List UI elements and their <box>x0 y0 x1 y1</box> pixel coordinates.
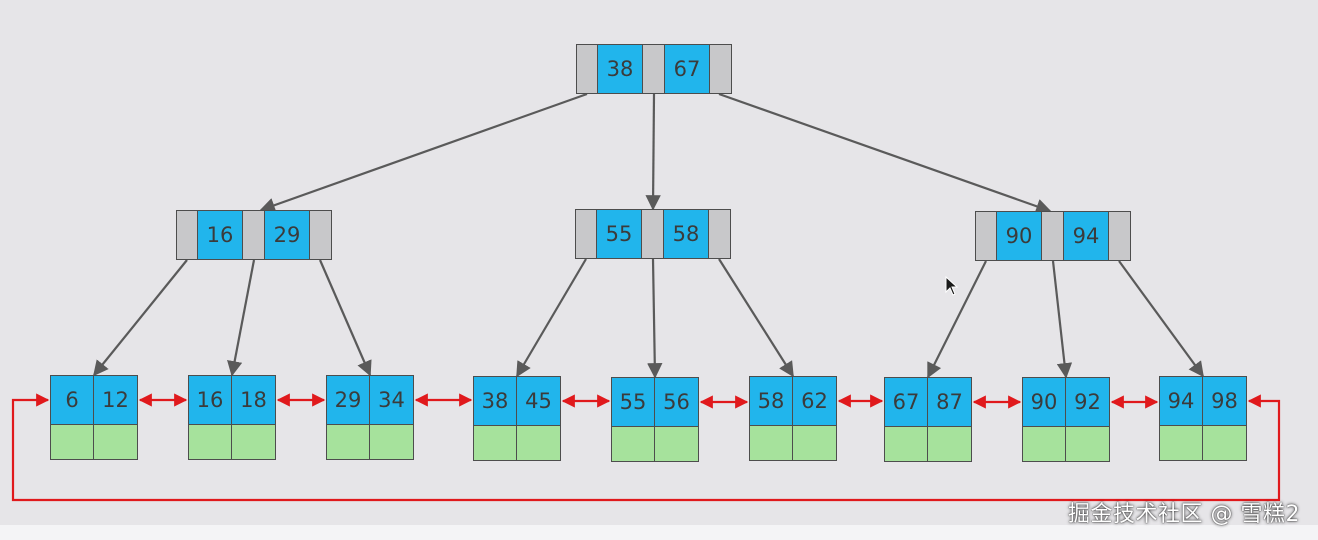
tree-edge <box>227 259 256 377</box>
leaf-loop-link <box>11 393 1281 502</box>
data-cell <box>369 424 414 460</box>
key-cell: 38 <box>473 376 517 426</box>
key-cell: 6 <box>50 375 94 425</box>
key-cell: 45 <box>516 376 561 426</box>
key-cell: 98 <box>1202 376 1247 426</box>
key-cell: 34 <box>369 375 414 425</box>
tree-edge <box>645 93 661 211</box>
tree-edge <box>718 92 1052 214</box>
key-cell: 94 <box>1063 211 1109 261</box>
key-cell: 87 <box>927 377 972 427</box>
pointer-cell <box>1041 211 1064 261</box>
key-cell: 67 <box>664 44 710 94</box>
pointer-cell <box>642 44 665 94</box>
data-cell <box>611 426 655 462</box>
data-cell <box>1159 425 1203 461</box>
key-cell: 92 <box>1065 377 1110 427</box>
data-cell <box>473 425 517 461</box>
tree-edge <box>927 260 987 379</box>
data-cell <box>50 424 94 460</box>
data-cell <box>792 425 837 461</box>
data-cell <box>749 425 793 461</box>
key-cell: 12 <box>93 375 138 425</box>
key-cell: 38 <box>597 44 643 94</box>
tree-edge <box>93 259 188 377</box>
data-cell <box>927 426 972 462</box>
key-cell: 55 <box>611 377 655 427</box>
key-cell: 58 <box>749 376 793 426</box>
data-cell <box>654 426 699 462</box>
tree-edge <box>718 258 794 378</box>
key-cell: 18 <box>231 375 276 425</box>
key-cell: 90 <box>996 211 1042 261</box>
key-cell: 29 <box>264 210 310 260</box>
pointer-cell <box>576 44 598 94</box>
watermark: 掘金技术社区 @ 雪糕2 <box>1068 502 1300 527</box>
data-cell <box>1202 425 1247 461</box>
key-cell: 55 <box>596 209 642 259</box>
data-cell <box>93 424 138 460</box>
pointer-cell <box>575 209 597 259</box>
data-cell <box>1022 426 1066 462</box>
pointer-cell <box>176 210 198 260</box>
key-cell: 94 <box>1159 376 1203 426</box>
key-cell: 29 <box>326 375 370 425</box>
key-cell: 90 <box>1022 377 1066 427</box>
leaf-links <box>11 393 1281 502</box>
key-cell: 16 <box>188 375 232 425</box>
tree-edge <box>259 92 588 213</box>
pointer-cell <box>242 210 265 260</box>
tree-edge <box>1118 260 1204 378</box>
data-cell <box>516 425 561 461</box>
key-cell: 56 <box>654 377 699 427</box>
bottom-band <box>0 525 1318 540</box>
data-cell <box>231 424 276 460</box>
pointer-cell <box>709 44 732 94</box>
pointer-cell <box>975 211 997 261</box>
pointer-cell <box>309 210 332 260</box>
data-cell <box>188 424 232 460</box>
data-cell <box>884 426 928 462</box>
tree-edge <box>1051 260 1073 379</box>
pointer-cell <box>1108 211 1131 261</box>
key-cell: 67 <box>884 377 928 427</box>
tree-edge <box>647 258 663 379</box>
data-cell <box>1065 426 1110 462</box>
tree-edge <box>318 259 372 377</box>
data-cell <box>326 424 370 460</box>
key-cell: 16 <box>197 210 243 260</box>
tree-edge <box>516 258 587 378</box>
mouse-cursor-icon <box>945 276 959 296</box>
key-cell: 62 <box>792 376 837 426</box>
pointer-cell <box>708 209 731 259</box>
key-cell: 58 <box>663 209 709 259</box>
pointer-cell <box>641 209 664 259</box>
tree-edges <box>93 92 1204 379</box>
